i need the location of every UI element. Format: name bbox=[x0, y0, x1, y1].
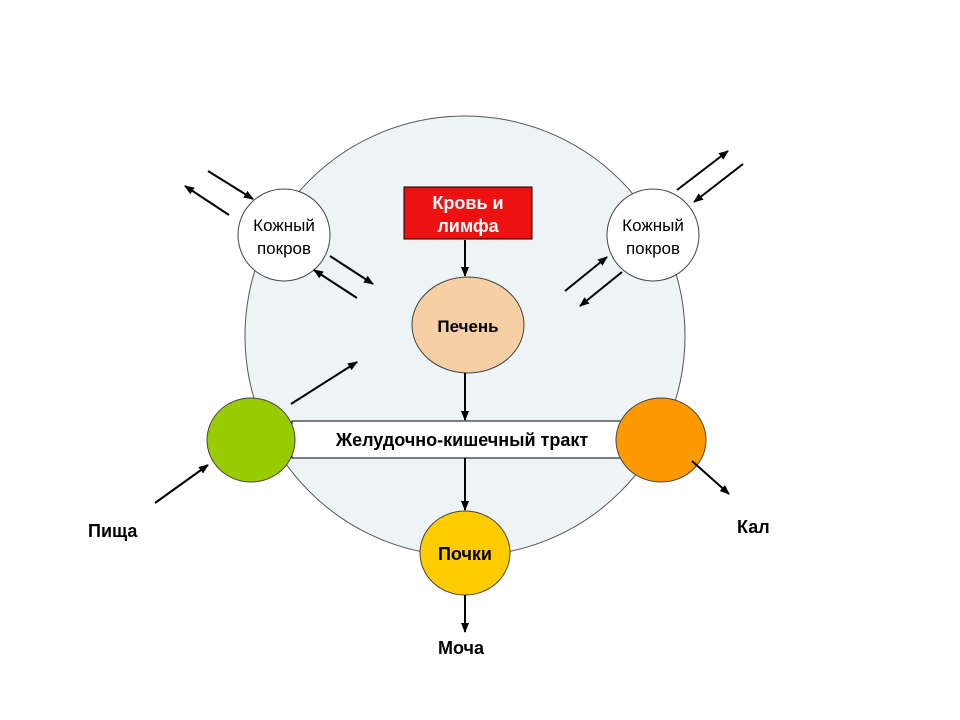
arrow-body-to-skin-left bbox=[313, 269, 358, 299]
arrow-skin-left-in bbox=[207, 170, 254, 200]
arrow-body-to-skin-right bbox=[564, 256, 608, 292]
liver-label: Печень bbox=[437, 317, 498, 336]
kidneys-label: Почки bbox=[438, 544, 492, 564]
arrow-skin-right-in bbox=[693, 163, 744, 203]
arrow-excretion-to-feces bbox=[691, 460, 730, 495]
skin-left-label-line1: Кожный bbox=[253, 216, 315, 235]
arrow-skin-right-out bbox=[676, 150, 729, 191]
gi-tract-label: Желудочно-кишечный тракт bbox=[335, 430, 589, 450]
skin-left-label-line2: покров bbox=[257, 239, 311, 258]
skin-right-label-line1: Кожный bbox=[622, 216, 684, 235]
arrow-skin-left-out bbox=[184, 185, 230, 216]
skin-node-right bbox=[606, 188, 700, 282]
excretion-node bbox=[615, 397, 707, 483]
arrow-skin-left-to-body bbox=[329, 255, 374, 285]
liver-node bbox=[411, 276, 525, 374]
intake-node bbox=[206, 397, 296, 483]
arrow-food-to-intake bbox=[154, 464, 209, 504]
blood-lymph-box bbox=[403, 186, 533, 240]
urine-label: Моча bbox=[438, 638, 485, 658]
gi-tract-bar bbox=[291, 420, 633, 459]
food-label: Пища bbox=[88, 521, 138, 541]
skin-node-left bbox=[237, 188, 331, 282]
blood-lymph-label-line2: лимфа bbox=[437, 216, 499, 236]
feces-label: Кал bbox=[737, 517, 770, 537]
arrow-intake-to-body bbox=[290, 361, 358, 405]
skin-right-label-line2: покров bbox=[626, 239, 680, 258]
blood-lymph-label-line1: Кровь и bbox=[432, 193, 503, 213]
arrow-skin-right-to-body bbox=[579, 271, 623, 307]
